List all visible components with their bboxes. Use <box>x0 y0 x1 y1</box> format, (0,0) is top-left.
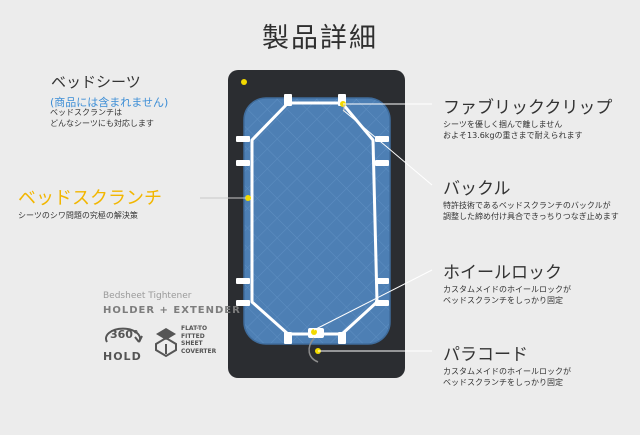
scrunch-desc: シーツのシワ問題の究極の解決策 <box>18 211 138 220</box>
cord-title: パラコード <box>443 345 528 365</box>
flat-to-fitted-text: FLAT-TO FITTED SHEET COVERTER <box>181 325 217 355</box>
paracord <box>308 337 319 363</box>
leader-lines <box>313 103 433 352</box>
sheet-desc-1: ベッドスクランチは <box>50 108 122 117</box>
wheel-title: ホイールロック <box>443 263 562 283</box>
wheel-desc-1: カスタムメイドのホイールロックが <box>443 285 571 294</box>
hold-number: 360° <box>110 328 139 341</box>
clip-desc-1: シーツを優しく掴んで離しません <box>443 120 563 129</box>
scrunch-title: ベッドスクランチ <box>18 188 162 209</box>
buckle-title: バックル <box>443 179 511 199</box>
sheet-note: (商品には含まれません) <box>50 96 169 109</box>
clip-title: ファブリッククリップ <box>443 98 613 118</box>
clip-desc-2: およそ13.6kgの重さまで耐えられます <box>443 131 583 140</box>
wheel-desc-2: ベッドスクランチをしっかり固定 <box>443 296 563 305</box>
fabric-clips <box>236 94 389 344</box>
flat-to-fitted-icon <box>155 328 177 358</box>
cord-desc-1: カスタムメイドのホイールロックが <box>443 367 571 376</box>
cord-desc-2: ベッドスクランチをしっかり固定 <box>443 378 563 387</box>
buckle-desc-1: 特許技術であるベッドスクランチのバックルが <box>443 201 611 210</box>
buckle-desc-2: 調整した締め付け具合できっちりつなぎ止めます <box>443 212 619 221</box>
brand-subtitle: Bedsheet Tightener <box>103 291 192 301</box>
page-title: 製品詳細 <box>262 23 378 54</box>
sheet-desc-2: どんなシーツにも対応します <box>50 119 154 128</box>
hold-label: HOLD <box>103 350 142 363</box>
brand-name: HOLDER + EXTENDER <box>103 305 241 316</box>
bed-sheet <box>244 98 390 344</box>
rotate-360-icon <box>105 327 143 343</box>
sheet-title: ベッドシーツ <box>51 73 141 91</box>
